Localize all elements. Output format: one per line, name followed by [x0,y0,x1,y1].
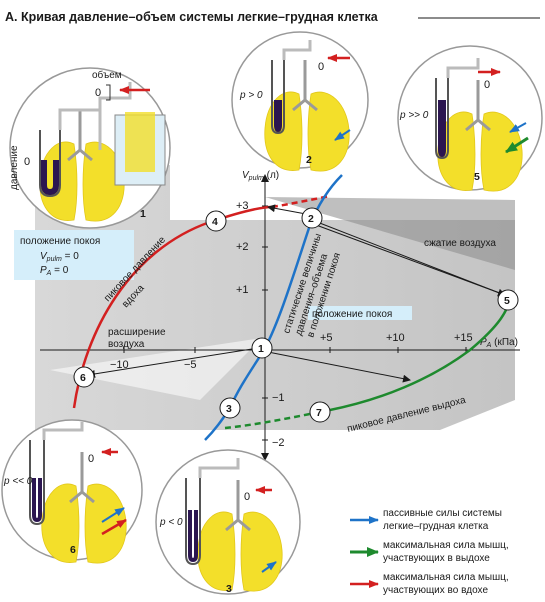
legend-inspiration-line1: максимальная сила мышц, [383,572,509,583]
point-1: 1 [251,337,273,359]
rest-position-box [14,230,134,280]
legend-passive-line2: легкие–грудная клетка [383,521,489,532]
svg-text:7: 7 [316,407,322,419]
point-3: 3 [219,397,241,419]
x-ticks: −10 −5 +5 +10 +15 [110,332,473,371]
svg-text:2: 2 [308,213,314,225]
y-tick-label: +3 [236,200,249,212]
y-ticks: +3 +2 +1 −1 −2 [236,200,285,449]
y-tick-label: +1 [236,284,249,296]
point-4: 4 [205,210,227,232]
svg-text:1: 1 [258,343,264,355]
legend-passive-line1: пассивные силы системы [383,508,502,519]
panel-1-volume-label: объем [92,69,122,81]
arrow-2-to-4 [267,204,307,215]
y-tick-label: −1 [272,392,285,404]
legend-expiration-line1: максимальная сила мышц, [383,540,509,551]
panel-2-pressure-label: p > 0 [239,90,263,101]
compression-label: сжатие воздуха [424,238,496,249]
panel-5-pressure-label: p >> 0 [399,110,429,121]
panel-1-pressure-label: давление [9,145,20,190]
point-7: 7 [309,401,331,423]
rest-position-label: положение покоя [312,309,392,320]
arrow-1-to-6 [87,347,259,378]
panel-6-number: 6 [70,544,76,556]
svg-text:4: 4 [212,216,218,228]
x-tick-label: +15 [454,332,473,344]
expiration-peak-curve [329,297,512,412]
point-6: 6 [73,366,95,388]
y-tick-label: −2 [272,437,285,449]
expansion-label-1: расширение [108,327,166,338]
panel-5-number: 5 [474,171,480,183]
legend-expiration-line2: участвующих в выдохе [383,553,490,564]
rest-box-title: положение покоя [20,236,100,247]
x-tick-label: +5 [320,332,333,344]
legend-inspiration-line2: участвующих во вдохе [383,585,488,596]
panel-3-number: 3 [226,583,232,595]
expansion-label-2: воздуха [108,339,145,350]
point-5: 5 [497,289,519,311]
panel-2-zero: 0 [318,61,324,73]
rest-position-highlight [308,306,412,320]
panel-6-pressure-label: p << 0 [3,476,33,487]
rest-box-pressure: PA = 0 [40,265,69,277]
panel-3: 0 p < 0 3 [155,449,301,595]
point-2: 2 [301,207,323,229]
panel-5-zero: 0 [484,79,490,91]
panel-2-number: 2 [306,154,312,166]
panel-1: 0 0 объем давление 1 [9,67,171,229]
x-axis-label: PA (кПа) [480,337,518,349]
panel-3-zero: 0 [244,491,250,503]
figure-title: A. Кривая давление–объем системы легкие–… [5,10,379,24]
svg-text:3: 3 [226,403,232,415]
arrow-1-to-7 [267,351,411,383]
panel-1-zero: 0 [95,87,101,99]
panel-3-pressure-label: p < 0 [159,517,183,528]
arrow-5-back [311,219,503,295]
panel-1-pressure-zero: 0 [24,156,30,168]
panel-2: 0 p > 0 2 [231,31,369,173]
panel-1-number: 1 [140,208,146,220]
x-tick-label: −5 [184,359,197,371]
x-tick-label: +10 [386,332,405,344]
panel-6: 0 p << 0 6 [1,419,143,565]
passive-static-curve [228,174,343,409]
y-axis-label: Vpulm (л) [242,170,279,182]
compression-shadow [265,197,515,270]
rest-box-volume: Vpulm = 0 [40,251,79,263]
svg-text:5: 5 [504,295,510,307]
panel-5: 0 p >> 0 5 [397,45,543,193]
inspiration-peak-curve [72,205,273,409]
expansion-shadow [50,338,262,400]
x-tick-label: −10 [110,359,129,371]
legend: пассивные силы системы легкие–грудная кл… [350,508,509,596]
panel-6-zero: 0 [88,453,94,465]
svg-text:6: 6 [80,372,86,384]
y-tick-label: +2 [236,241,249,253]
